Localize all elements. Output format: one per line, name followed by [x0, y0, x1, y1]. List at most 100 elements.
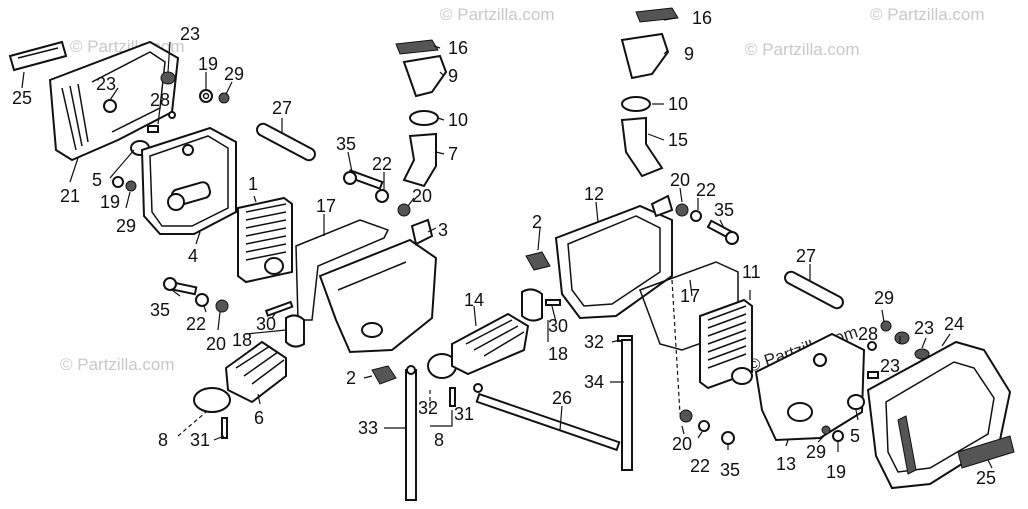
band-18-center	[521, 288, 543, 322]
label-20: 20	[672, 434, 692, 454]
band-18-left	[285, 314, 305, 348]
element-1	[237, 196, 293, 284]
side-cover-left	[48, 40, 180, 162]
label-23: 23	[880, 356, 900, 376]
label-23: 23	[96, 74, 116, 94]
label-7: 7	[448, 144, 458, 164]
pipe-27-right	[784, 270, 844, 310]
label-31: 31	[190, 430, 210, 450]
screw-30-center	[545, 299, 561, 306]
label-27: 27	[796, 246, 816, 266]
grommet-19-right	[832, 430, 844, 442]
label-2: 2	[532, 212, 542, 232]
label-28: 28	[858, 324, 878, 344]
label-12: 12	[584, 184, 604, 204]
label-35: 35	[150, 300, 170, 320]
label-17: 17	[316, 196, 336, 216]
label-22: 22	[186, 314, 206, 334]
element-11	[699, 298, 753, 390]
label-22: 22	[372, 154, 392, 174]
air-cleaner-cover-left	[318, 218, 438, 354]
label-15: 15	[668, 130, 688, 150]
grommet-2-left	[371, 365, 397, 385]
label-4: 4	[188, 246, 198, 266]
washer-29-right	[880, 320, 892, 332]
joint-14	[451, 312, 530, 376]
label-30: 30	[256, 314, 276, 334]
elbow-15	[620, 116, 664, 178]
joint-6-left	[224, 340, 287, 404]
label-9: 9	[684, 44, 694, 64]
label-13: 13	[776, 454, 796, 474]
ring-10-right	[621, 96, 651, 112]
label-6: 6	[254, 408, 264, 428]
air-cleaner-case-left	[140, 126, 237, 235]
leader-lines	[21, 17, 993, 469]
grommet-20-left	[215, 299, 229, 313]
label-19: 19	[100, 192, 120, 212]
collar-5-right	[847, 394, 865, 410]
washer-29-upper	[218, 92, 230, 104]
screw-31-center	[449, 387, 456, 407]
grommet-20-right-lower	[679, 409, 693, 423]
label-18: 18	[232, 330, 252, 350]
washer-22-left	[195, 293, 209, 307]
rod-26	[473, 383, 621, 452]
screw-31-left	[221, 417, 228, 439]
label-35: 35	[714, 200, 734, 220]
label-29: 29	[224, 64, 244, 84]
label-9: 9	[448, 66, 458, 86]
label-8: 8	[434, 430, 444, 450]
bolt-35-right-lower	[721, 431, 735, 445]
grommet-23-right	[894, 331, 930, 360]
grommet-19-left	[112, 176, 124, 188]
label-5: 5	[92, 170, 102, 190]
label-5: 5	[850, 426, 860, 446]
label-31: 31	[454, 404, 474, 424]
label-10: 10	[448, 110, 468, 130]
elbow-7	[402, 132, 437, 188]
label-16: 16	[448, 38, 468, 58]
label-19: 19	[198, 54, 218, 74]
label-2: 2	[346, 368, 356, 388]
label-26: 26	[552, 388, 572, 408]
bolt-35-upper	[343, 169, 384, 190]
grommet-2-center	[525, 251, 551, 271]
label-35: 35	[336, 134, 356, 154]
label-28: 28	[150, 90, 170, 110]
tube-34	[621, 339, 633, 471]
label-32: 32	[584, 332, 604, 352]
label-21: 21	[60, 186, 80, 206]
grommet-19-upper	[199, 89, 213, 103]
pipe-27-left	[256, 122, 316, 162]
watermark-text: © Partzilla.com	[440, 5, 555, 24]
label-20: 20	[206, 334, 226, 354]
label-25: 25	[976, 468, 996, 488]
watermark-text: © Partzilla.com	[870, 5, 985, 24]
label-35: 35	[720, 460, 740, 480]
label-22: 22	[690, 456, 710, 476]
washer-29-right-lower	[821, 425, 831, 435]
washer-22-right-lower	[698, 420, 710, 432]
grommet-23-upper	[160, 71, 176, 85]
label-23: 23	[914, 318, 934, 338]
label-19: 19	[826, 462, 846, 482]
label-20: 20	[412, 186, 432, 206]
label-24: 24	[944, 314, 964, 334]
watermark-text: © Partzilla.com	[745, 40, 860, 59]
label-16: 16	[692, 8, 712, 28]
label-22: 22	[696, 180, 716, 200]
label-34: 34	[584, 372, 604, 392]
air-cleaner-cover-right	[754, 332, 866, 442]
watermark-text: © Partzilla.com	[60, 355, 175, 374]
label-8: 8	[158, 430, 168, 450]
air-cleaner-case-right	[554, 194, 674, 320]
band-8-left	[193, 387, 231, 413]
bolt-28-upper	[147, 111, 176, 133]
emblem-left	[8, 40, 68, 72]
tube-33	[405, 365, 417, 501]
label-14: 14	[464, 290, 484, 310]
washer-22-upper	[375, 189, 389, 203]
label-10: 10	[668, 94, 688, 114]
